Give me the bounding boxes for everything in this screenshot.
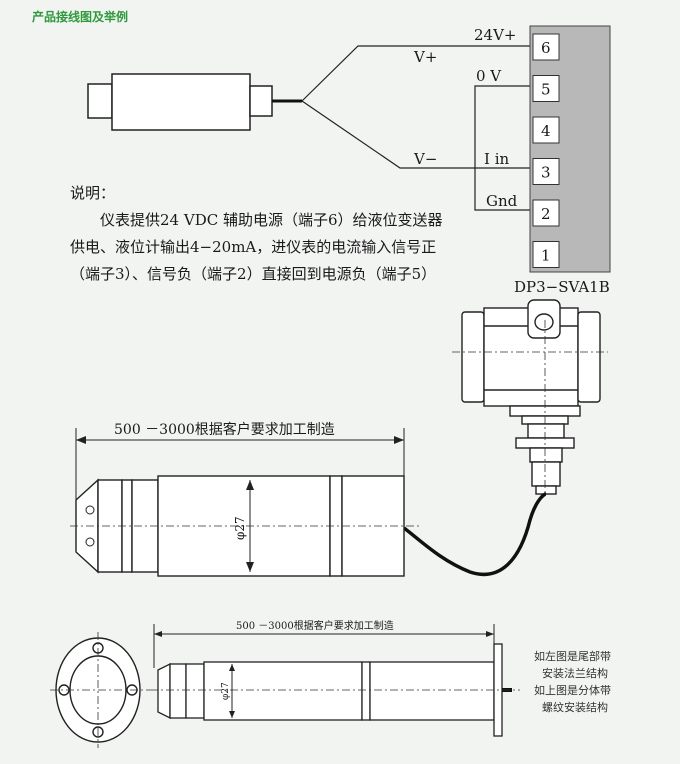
terminal-number: 3 <box>541 164 551 182</box>
terminal-number: 1 <box>541 247 551 265</box>
notes-heading: 说明： <box>70 184 116 202</box>
notes: 说明： 仪表提供24 VDC 辅助电源（端子6）给液位变送器 供电、液位计输出4… <box>70 180 470 288</box>
diameter-label: φ27 <box>233 516 247 540</box>
terminal-box <box>532 241 560 268</box>
wire-vminus <box>301 100 530 169</box>
terminal-box <box>532 33 560 61</box>
wire-0v-gnd <box>474 85 530 211</box>
side-note: 如左图是尾部带 <box>534 650 611 663</box>
terminal-block <box>529 25 611 273</box>
terminal-number: 5 <box>541 81 551 99</box>
label-iin: I in <box>484 150 509 168</box>
notes-line: （端子3）、信号负（端子2）直接回到电源负（端子5） <box>70 265 437 283</box>
terminal-number: 6 <box>541 39 551 57</box>
label-vplus: V+ <box>413 48 437 66</box>
terminal-box <box>532 75 560 102</box>
label-gnd: Gnd <box>486 192 518 210</box>
label-vminus: V− <box>413 150 437 168</box>
notes-line: 仪表提供24 VDC 辅助电源（端子6）给液位变送器 <box>100 211 443 229</box>
side-note: 如上图是分体带 <box>534 684 611 697</box>
wire-vplus <box>301 45 530 102</box>
sensor-probe <box>87 73 273 131</box>
section-title: 产品接线图及举例 <box>32 10 129 24</box>
side-note: 螺纹安装结构 <box>542 701 608 714</box>
side-note: 安装法兰结构 <box>542 667 608 680</box>
length-label-small: 500 －3000根据客户要求加工制造 <box>236 619 394 632</box>
model-label: DP3−SVA1B <box>514 278 610 296</box>
notes-line: 供电、液位计输出4−20mA，进仪表的电流输入信号正 <box>70 238 437 256</box>
side-notes: 如左图是尾部带 安装法兰结构 如上图是分体带 螺纹安装结构 <box>534 648 611 716</box>
terminal-box <box>532 199 560 227</box>
terminal-box <box>532 158 560 185</box>
label-24v: 24V+ <box>474 26 517 44</box>
diameter-label-small: φ27 <box>221 682 231 700</box>
terminals: 6 5 4 3 2 1 <box>532 33 560 268</box>
terminal-number: 2 <box>541 205 551 223</box>
terminal-number: 4 <box>541 122 551 140</box>
terminal-box <box>532 116 560 144</box>
label-0v: 0 V <box>476 67 502 85</box>
length-label: 500 －3000根据客户要求加工制造 <box>114 421 335 438</box>
transmitter-head <box>461 299 601 495</box>
split-cable <box>402 492 547 577</box>
